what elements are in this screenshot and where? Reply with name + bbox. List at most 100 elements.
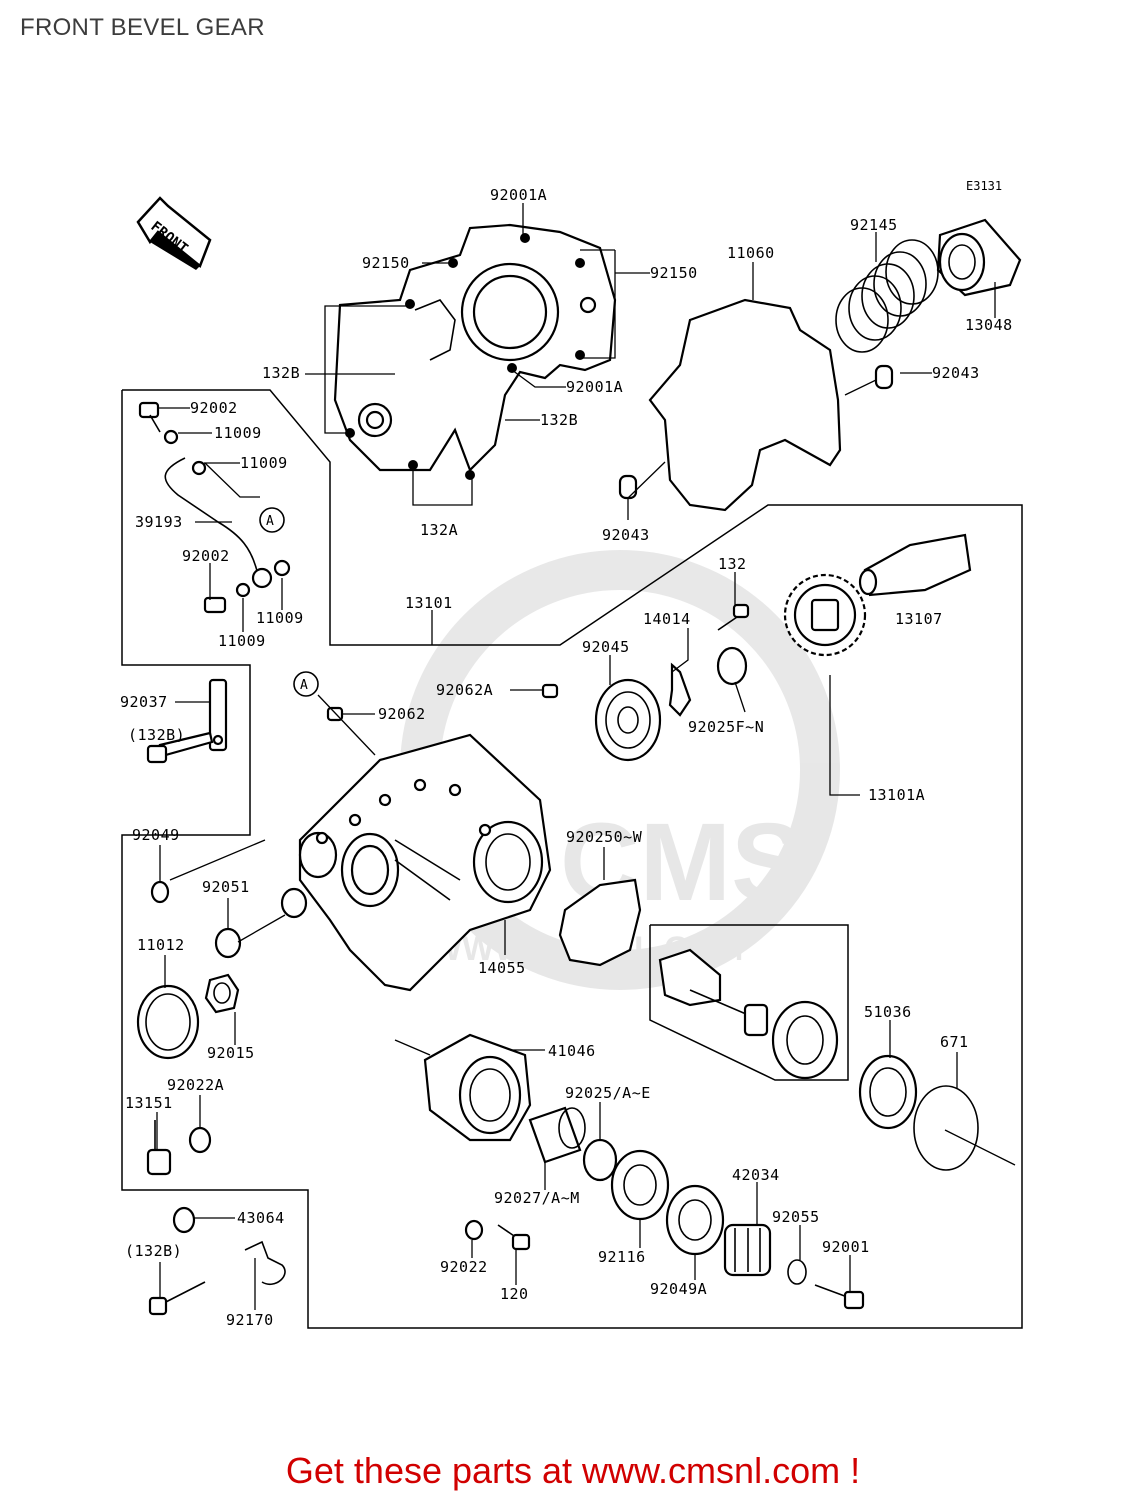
leader-lines [156, 203, 1016, 1310]
label-132B-left: 132B [262, 364, 300, 382]
label-13101: 13101 [405, 594, 453, 612]
gasket-920250 [558, 878, 642, 967]
label-14055: 14055 [478, 959, 526, 977]
label-92001: 92001 [822, 1238, 870, 1256]
label-51036: 51036 [864, 1003, 912, 1021]
cover-gasket [648, 298, 842, 512]
o-ring-671 [913, 1085, 979, 1171]
label-132A: 132A [420, 521, 458, 539]
label-11012: 11012 [137, 936, 185, 954]
label-92027AM: 92027/A~M [494, 1189, 580, 1207]
label-132: 132 [718, 555, 747, 573]
label-41046: 41046 [548, 1042, 596, 1060]
label-92062A: 92062A [436, 681, 493, 699]
label-92043-mid: 92043 [602, 526, 650, 544]
dowel-pin-mid [618, 474, 638, 500]
label-92150-right: 92150 [650, 264, 698, 282]
bevel-gear-13101a [783, 573, 867, 657]
housing-cover [333, 223, 617, 480]
label-92022: 92022 [440, 1258, 488, 1276]
callout-a-upper: A [259, 507, 285, 533]
label-92062: 92062 [378, 705, 426, 723]
outer-assembly-outline [121, 389, 1023, 1329]
clamp-92170 [244, 1240, 286, 1285]
label-92055: 92055 [772, 1208, 820, 1226]
label-13048: 13048 [965, 316, 1013, 334]
circlip-92055 [787, 1259, 807, 1285]
label-920250W: 920250~W [566, 828, 643, 846]
spring [835, 239, 939, 353]
pinion-assembly [658, 948, 839, 1080]
label-39193: 39193 [135, 513, 183, 531]
label-92049: 92049 [132, 826, 180, 844]
sensor-13151 [146, 1120, 172, 1176]
label-92045: 92045 [582, 638, 630, 656]
label-92150-left: 92150 [362, 254, 410, 272]
label-92043-right: 92043 [932, 364, 980, 382]
front-arrow-icon: FRONT [136, 196, 212, 270]
label-92170: 92170 [226, 1311, 274, 1329]
gear-42034 [723, 1223, 772, 1277]
oil-seal-92051-b [280, 887, 308, 919]
label-13101A: 13101A [868, 786, 925, 804]
bearing-92045 [594, 678, 662, 762]
bearing-housing-41046 [423, 1033, 532, 1142]
label-11009-d: 11009 [218, 632, 266, 650]
washer-92049 [150, 880, 170, 904]
label-11009-c: 11009 [256, 609, 304, 627]
oil-seal-51036 [858, 1054, 918, 1130]
callout-a-lower: A [293, 671, 319, 697]
label-671: 671 [940, 1033, 969, 1051]
nut-92015 [204, 973, 240, 1014]
cap-11012 [136, 984, 200, 1060]
footer-promo-link[interactable]: Get these parts at www.cmsnl.com ! [285, 1450, 861, 1491]
label-92025AE: 92025/A~E [565, 1084, 651, 1102]
label-92022A: 92022A [167, 1076, 224, 1094]
washer-92022 [464, 1219, 484, 1241]
label-92002-bottom: 92002 [182, 547, 230, 565]
label-120: 120 [500, 1285, 529, 1303]
collar-92027 [528, 1106, 582, 1164]
label-13151: 13151 [125, 1094, 173, 1112]
shim-92025 [582, 1138, 618, 1182]
washer-92022a [188, 1126, 212, 1154]
bearing-92116 [610, 1149, 670, 1221]
label-92001A-top: 92001A [490, 186, 547, 204]
label-92002-top: 92002 [190, 399, 238, 417]
bolt-120 [497, 1224, 531, 1251]
shaft-13107 [858, 533, 972, 597]
dowel-pin-right [874, 364, 894, 390]
svg-text:A: A [300, 678, 308, 693]
bolt-92001 [814, 1284, 865, 1310]
label-92116: 92116 [598, 1248, 646, 1266]
label-132B-paren-a: (132B) [128, 726, 185, 744]
exploded-parts-diagram: CMS WWW.CMSNL.COM E3131 FRONT [120, 179, 1023, 1329]
diagram-code: E3131 [966, 179, 1002, 193]
label-11009-b: 11009 [240, 454, 288, 472]
label-92015: 92015 [207, 1044, 255, 1062]
label-43064: 43064 [237, 1209, 285, 1227]
coupling [936, 218, 1022, 297]
label-14014: 14014 [643, 610, 691, 628]
label-42034: 42034 [732, 1166, 780, 1184]
grommet-43064 [172, 1206, 196, 1234]
label-132B-right: 132B [540, 411, 578, 429]
label-132B-paren-b: (132B) [125, 1242, 182, 1260]
label-92049A: 92049A [650, 1280, 707, 1298]
svg-text:A: A [266, 514, 274, 529]
label-11060: 11060 [727, 244, 775, 262]
washer-92025f [716, 646, 748, 686]
plate-14014 [668, 662, 692, 717]
page-title: FRONT BEVEL GEAR [20, 14, 265, 41]
gear-case [298, 733, 552, 992]
label-92001A-mid: 92001A [566, 378, 623, 396]
washer-92051 [214, 927, 242, 959]
label-92145: 92145 [850, 216, 898, 234]
plug-92062a [541, 683, 559, 699]
part-labels: 92001A 92150 92150 11060 92145 13048 132… [120, 186, 1013, 1329]
label-92025FN: 92025F~N [688, 718, 764, 736]
label-11009-a: 11009 [214, 424, 262, 442]
label-92037: 92037 [120, 693, 168, 711]
bevel-gear-outline [649, 924, 849, 1081]
bearing-92049a [665, 1184, 725, 1256]
